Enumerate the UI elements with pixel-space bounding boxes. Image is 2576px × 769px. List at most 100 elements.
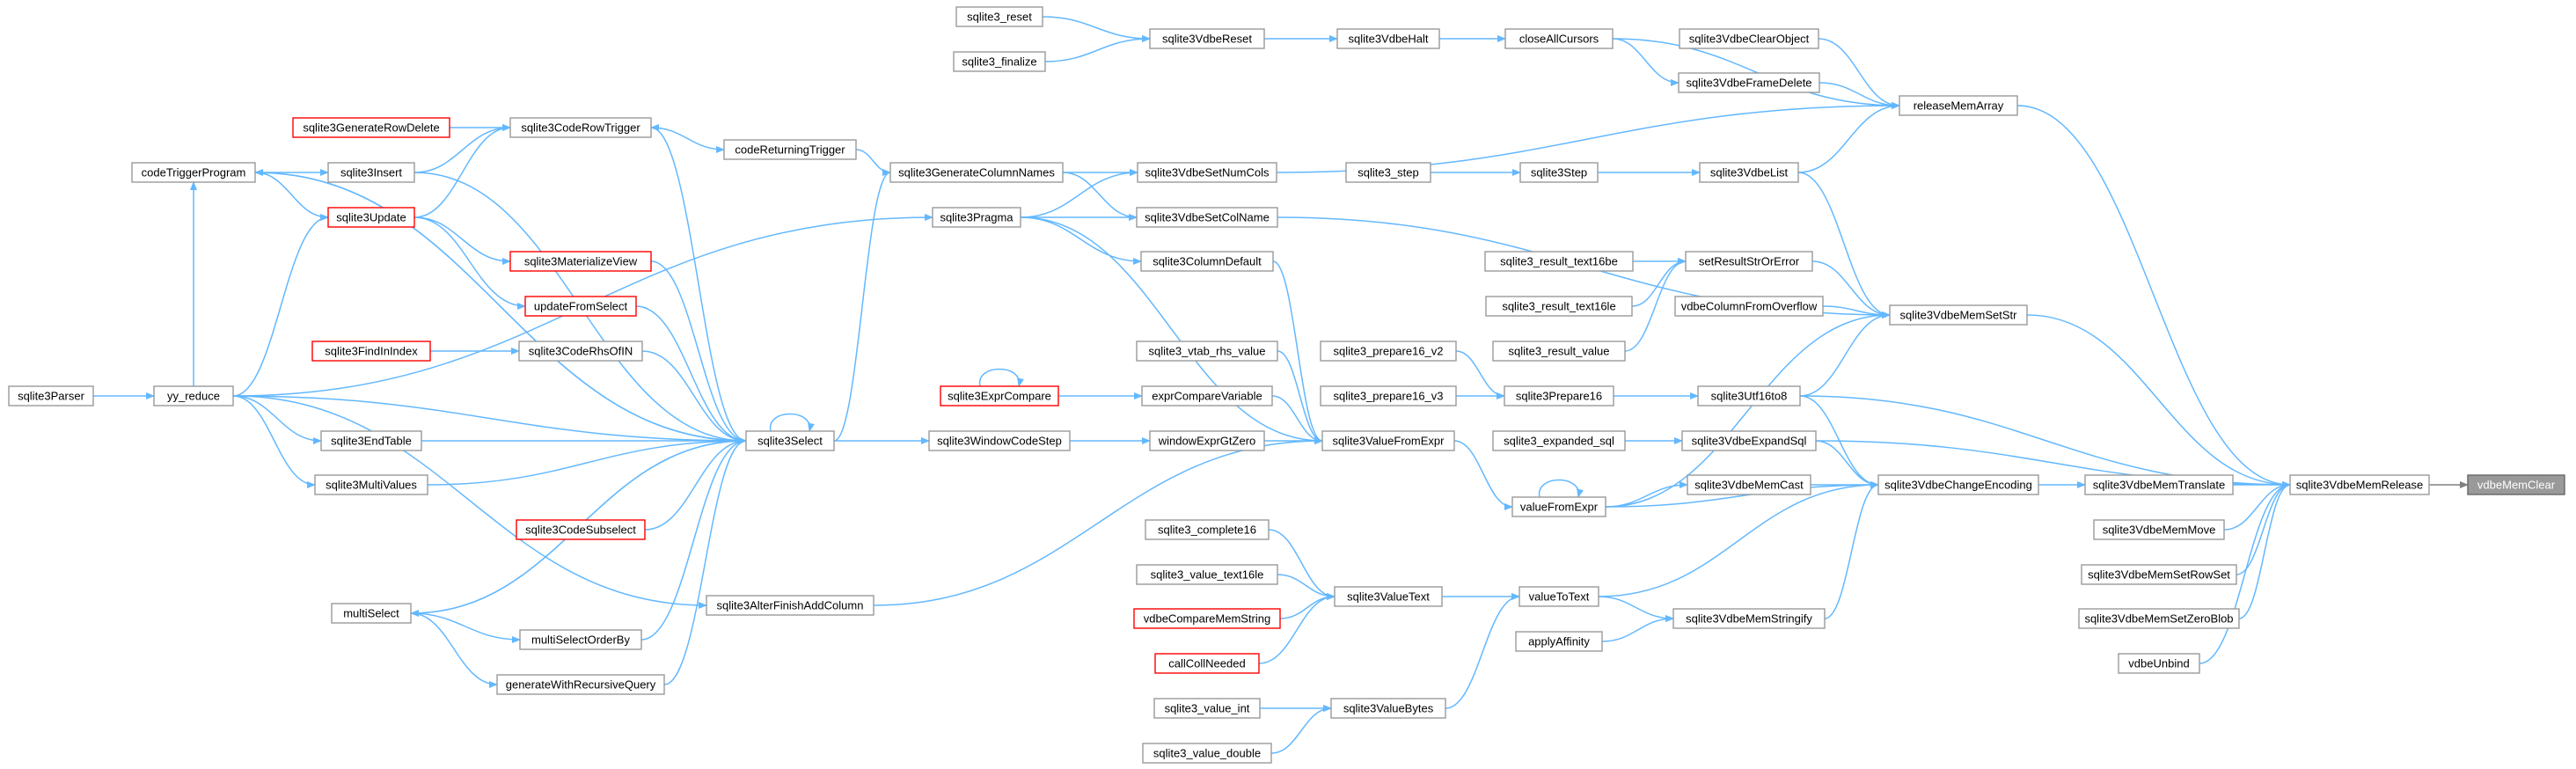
node-box[interactable] (509, 251, 652, 272)
node-box[interactable] (1149, 28, 1265, 49)
node-box[interactable] (1133, 608, 1281, 629)
node-box[interactable] (1504, 385, 1614, 406)
node-sqlite3WindowCodeStep[interactable]: sqlite3WindowCodeStep (928, 430, 1071, 451)
node-box[interactable] (1345, 162, 1431, 183)
node-box[interactable] (940, 385, 1059, 406)
node-sqlite3EndTable[interactable]: sqlite3EndTable (320, 430, 422, 451)
node-sqlite3VdbeSetNumCols[interactable]: sqlite3VdbeSetNumCols (1137, 162, 1277, 183)
node-sqlite3VdbeExpandSql[interactable]: sqlite3VdbeExpandSql (1681, 430, 1817, 451)
node-box[interactable] (1687, 474, 1811, 495)
node-sqlite3VdbeMemTranslate[interactable]: sqlite3VdbeMemTranslate (2084, 474, 2234, 495)
node-sqlite3_result_value[interactable]: sqlite3_result_value (1492, 341, 1626, 362)
node-box[interactable] (1336, 28, 1440, 49)
node-box[interactable] (953, 51, 1046, 72)
node-box[interactable] (1492, 341, 1626, 362)
node-sqlite3VdbeHalt[interactable]: sqlite3VdbeHalt (1336, 28, 1440, 49)
node-sqlite3CodeSubselect[interactable]: sqlite3CodeSubselect (516, 519, 646, 540)
node-box[interactable] (327, 207, 415, 228)
node-box[interactable] (2081, 564, 2237, 585)
node-box[interactable] (1877, 474, 2039, 495)
node-sqlite3GenerateColumnNames[interactable]: sqlite3GenerateColumnNames (889, 162, 1064, 183)
node-box[interactable] (1492, 430, 1626, 451)
node-box[interactable] (1153, 698, 1261, 719)
node-box[interactable] (1320, 385, 1457, 406)
node-multiSelectOrderBy[interactable]: multiSelectOrderBy (519, 629, 642, 650)
node-box[interactable] (1674, 296, 1824, 317)
node-box[interactable] (1330, 698, 1446, 719)
node-sqlite3Select[interactable]: sqlite3Select (745, 430, 835, 451)
node-box[interactable] (314, 474, 428, 495)
node-box[interactable] (1154, 653, 1260, 674)
node-generateWithRecursiveQuery[interactable]: generateWithRecursiveQuery (496, 674, 665, 695)
node-box[interactable] (1484, 251, 1634, 272)
node-sqlite3ValueBytes[interactable]: sqlite3ValueBytes (1330, 698, 1446, 719)
node-sqlite3VdbeMemCast[interactable]: sqlite3VdbeMemCast (1687, 474, 1811, 495)
node-box[interactable] (2118, 653, 2200, 674)
node-sqlite3_finalize[interactable]: sqlite3_finalize (953, 51, 1046, 72)
node-sqlite3ColumnDefault[interactable]: sqlite3ColumnDefault (1140, 251, 1274, 272)
node-box[interactable] (2289, 474, 2430, 495)
node-box[interactable] (1136, 564, 1278, 585)
node-sqlite3Pragma[interactable]: sqlite3Pragma (932, 207, 1021, 228)
node-box[interactable] (516, 519, 646, 540)
node-box[interactable] (153, 385, 234, 406)
node-sqlite3VdbeMemRelease[interactable]: sqlite3VdbeMemRelease (2289, 474, 2430, 495)
node-box[interactable] (1511, 496, 1606, 517)
node-box[interactable] (1889, 304, 2028, 326)
node-box[interactable] (1678, 72, 1820, 93)
node-sqlite3VdbeMemMove[interactable]: sqlite3VdbeMemMove (2093, 519, 2225, 540)
node-box[interactable] (706, 595, 875, 616)
node-box[interactable] (2467, 474, 2565, 495)
node-box[interactable] (1519, 586, 1599, 607)
node-codeReturningTrigger[interactable]: codeReturningTrigger (723, 139, 857, 160)
node-vdbeUnbind[interactable]: vdbeUnbind (2118, 653, 2200, 674)
node-sqlite3VdbeClearObject[interactable]: sqlite3VdbeClearObject (1679, 28, 1819, 49)
node-box[interactable] (889, 162, 1064, 183)
node-sqlite3_value_int[interactable]: sqlite3_value_int (1153, 698, 1261, 719)
node-box[interactable] (509, 117, 652, 138)
node-box[interactable] (928, 430, 1071, 451)
node-sqlite3Update[interactable]: sqlite3Update (327, 207, 415, 228)
node-valueToText[interactable]: valueToText (1519, 586, 1599, 607)
node-box[interactable] (723, 139, 857, 160)
node-box[interactable] (1697, 385, 1801, 406)
node-sqlite3_vtab_rhs_value[interactable]: sqlite3_vtab_rhs_value (1136, 341, 1278, 362)
node-box[interactable] (1320, 341, 1457, 362)
node-sqlite3Prepare16[interactable]: sqlite3Prepare16 (1504, 385, 1614, 406)
node-box[interactable] (1142, 743, 1272, 764)
node-box[interactable] (1136, 341, 1278, 362)
node-updateFromSelect[interactable]: updateFromSelect (524, 296, 637, 317)
node-sqlite3VdbeMemStringify[interactable]: sqlite3VdbeMemStringify (1672, 608, 1826, 629)
node-box[interactable] (311, 341, 431, 362)
node-windowExprGtZero[interactable]: windowExprGtZero (1149, 430, 1265, 451)
node-sqlite3Step[interactable]: sqlite3Step (1519, 162, 1599, 183)
node-box[interactable] (1519, 162, 1599, 183)
node-vdbeCompareMemString[interactable]: vdbeCompareMemString (1133, 608, 1281, 629)
node-box[interactable] (131, 162, 256, 183)
node-sqlite3_complete16[interactable]: sqlite3_complete16 (1145, 519, 1270, 540)
node-releaseMemArray[interactable]: releaseMemArray (1899, 95, 2018, 116)
node-yy_reduce[interactable]: yy_reduce (153, 385, 234, 406)
node-sqlite3VdbeChangeEncoding[interactable]: sqlite3VdbeChangeEncoding (1877, 474, 2039, 495)
node-sqlite3_prepare16_v2[interactable]: sqlite3_prepare16_v2 (1320, 341, 1457, 362)
node-box[interactable] (1321, 430, 1455, 451)
node-sqlite3VdbeFrameDelete[interactable]: sqlite3VdbeFrameDelete (1678, 72, 1820, 93)
node-sqlite3_result_text16le[interactable]: sqlite3_result_text16le (1485, 296, 1633, 317)
node-box[interactable] (496, 674, 665, 695)
node-box[interactable] (331, 603, 412, 624)
node-sqlite3VdbeMemSetZeroBlob[interactable]: sqlite3VdbeMemSetZeroBlob (2078, 608, 2240, 629)
node-box[interactable] (1137, 162, 1277, 183)
node-box[interactable] (1685, 251, 1813, 272)
node-sqlite3VdbeSetColName[interactable]: sqlite3VdbeSetColName (1136, 207, 1278, 228)
node-sqlite3CodeRhsOfIN[interactable]: sqlite3CodeRhsOfIN (518, 341, 643, 362)
node-sqlite3FindInIndex[interactable]: sqlite3FindInIndex (311, 341, 431, 362)
node-box[interactable] (1136, 207, 1278, 228)
node-sqlite3Insert[interactable]: sqlite3Insert (327, 162, 415, 183)
node-sqlite3GenerateRowDelete[interactable]: sqlite3GenerateRowDelete (292, 117, 450, 138)
node-box[interactable] (1485, 296, 1633, 317)
node-box[interactable] (2078, 608, 2240, 629)
node-box[interactable] (1679, 28, 1819, 49)
node-vdbeColumnFromOverflow[interactable]: vdbeColumnFromOverflow (1674, 296, 1824, 317)
node-sqlite3AlterFinishAddColumn[interactable]: sqlite3AlterFinishAddColumn (706, 595, 875, 616)
node-box[interactable] (519, 629, 642, 650)
